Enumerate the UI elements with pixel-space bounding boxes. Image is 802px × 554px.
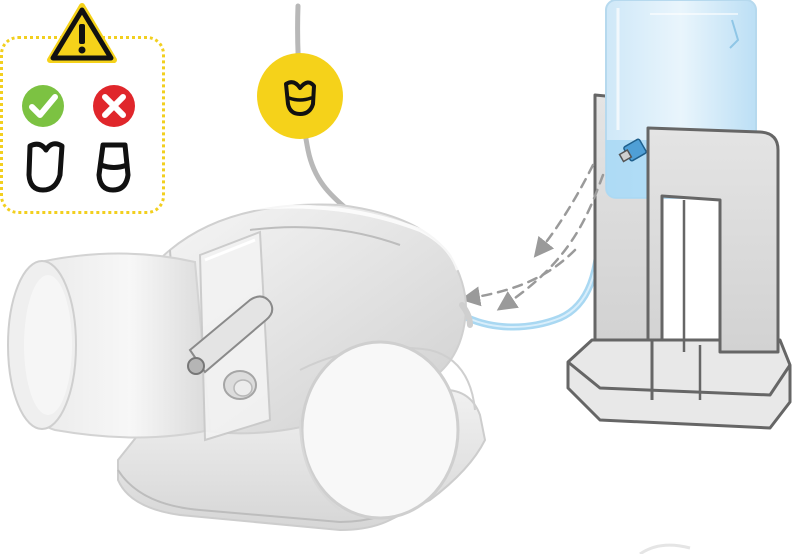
side-cap [300, 340, 460, 520]
check-circle-icon [22, 85, 64, 127]
flow-arrows [460, 163, 605, 311]
inlet-valve [187, 295, 274, 400]
hanging-clip-icon [257, 53, 343, 139]
stand-front [646, 126, 780, 354]
closed-clip-icon [96, 142, 131, 193]
humidifier-device [7, 203, 487, 532]
partial-shape [639, 543, 691, 554]
warning-triangle-icon [47, 3, 117, 63]
cross-circle-icon [93, 85, 135, 127]
open-clip-icon [26, 141, 65, 193]
hanging-wire [295, 3, 351, 213]
valve-connector [618, 138, 647, 163]
